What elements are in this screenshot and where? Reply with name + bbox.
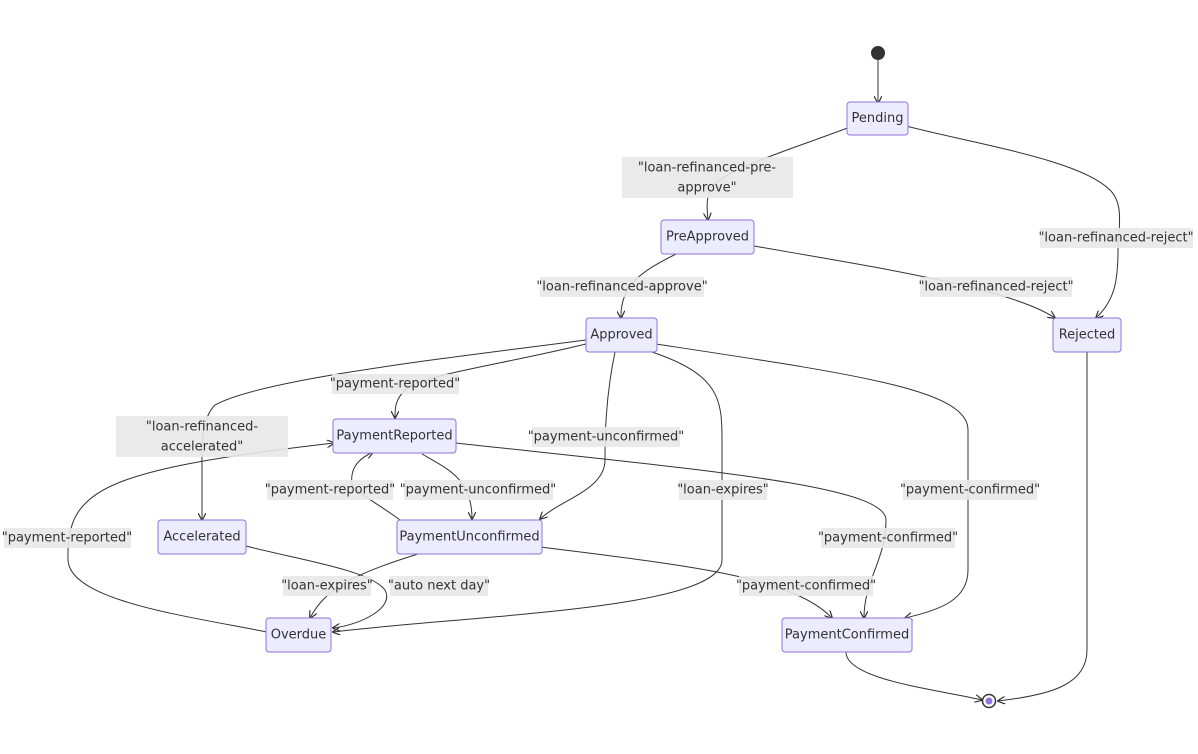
state-pending[interactable]: Pending [846,101,909,136]
edge-accelerated-overdue [245,545,388,628]
edge-pending-rejected [905,125,1121,318]
label-text: approve" [677,181,736,196]
label-text: "payment-reported" [265,483,396,498]
state-payment-confirmed[interactable]: PaymentConfirmed [781,617,913,653]
state-label: Approved [590,328,652,343]
edge-approved-payment-unconfirmed [540,351,616,519]
label-text: "payment-reported" [330,377,461,392]
state-label: Accelerated [163,530,240,545]
label-approved-overdue: "loan-expires" [677,480,769,500]
state-label: PaymentUnconfirmed [399,530,539,545]
state-label: PreApproved [666,230,749,245]
label-preapproved-approved: "loan-refinanced-approve" [536,277,708,297]
edge-payment-confirmed-end [845,651,982,700]
label-text: "payment-reported" [2,531,133,546]
state-label: PaymentConfirmed [785,628,909,643]
label-preapproved-rejected: "loan-refinanced-reject" [918,277,1074,297]
label-approved-payment-unconfirmed: "payment-unconfirmed" [528,427,685,447]
state-label: PaymentReported [336,429,452,444]
label-accelerated-overdue: "auto next day" [388,576,490,596]
label-pending-rejected: "loan-refinanced-reject" [1038,228,1194,248]
label-text: "loan-expires" [281,579,373,594]
label-payment-reported-payment-confirmed: "payment-confirmed" [818,528,958,548]
edge-approved-payment-confirmed [655,343,969,618]
state-label: Pending [852,111,904,126]
label-payment-unconfirmed-payment-reported: "payment-reported" [265,480,396,500]
label-payment-reported-payment-unconfirmed: "payment-unconfirmed" [400,480,557,500]
label-text: "loan-refinanced-reject" [918,280,1073,295]
state-payment-reported[interactable]: PaymentReported [332,418,457,454]
label-approved-accelerated: "loan-refinanced- accelerated" [116,416,288,457]
label-approved-payment-reported: "payment-reported" [330,374,461,394]
edge-rejected-end [998,352,1088,701]
label-text: "payment-confirmed" [736,579,876,594]
label-text: "payment-confirmed" [818,531,958,546]
edge-payment-unconfirmed-payment-confirmed [540,546,832,618]
end-state-icon [981,693,997,709]
label-pending-preapproved: "loan-refinanced-pre- approve" [622,157,793,198]
label-text: "loan-expires" [677,483,769,498]
label-text: "payment-unconfirmed" [400,483,557,498]
edge-payment-reported-payment-unconfirmed [421,453,472,519]
label-text: "loan-refinanced-pre- [638,161,777,176]
state-accelerated[interactable]: Accelerated [157,519,247,555]
label-text: "auto next day" [388,579,490,594]
label-payment-unconfirmed-payment-confirmed: "payment-confirmed" [736,576,876,596]
label-text: "payment-unconfirmed" [528,430,685,445]
state-approved[interactable]: Approved [585,317,658,353]
state-preapproved[interactable]: PreApproved [660,219,755,255]
state-payment-unconfirmed[interactable]: PaymentUnconfirmed [396,519,543,555]
edge-payment-reported-payment-confirmed [455,442,887,618]
label-approved-payment-confirmed: "payment-confirmed" [900,480,1040,500]
label-text: "loan-refinanced-approve" [536,280,707,295]
edge-approved-overdue [333,351,723,632]
label-text: "loan-refinanced-reject" [1038,231,1193,246]
edge-overdue-payment-reported [67,443,334,633]
start-state-icon [871,46,885,60]
label-overdue-payment-reported: "payment-reported" [2,528,133,548]
label-text: accelerated" [161,440,244,455]
label-text: "payment-confirmed" [900,483,1040,498]
label-payment-unconfirmed-overdue: "loan-expires" [281,576,373,596]
state-label: Overdue [271,628,327,643]
state-overdue[interactable]: Overdue [265,617,332,653]
state-rejected[interactable]: Rejected [1052,317,1122,353]
label-text: "loan-refinanced- [146,420,259,435]
state-label: Rejected [1059,328,1116,343]
